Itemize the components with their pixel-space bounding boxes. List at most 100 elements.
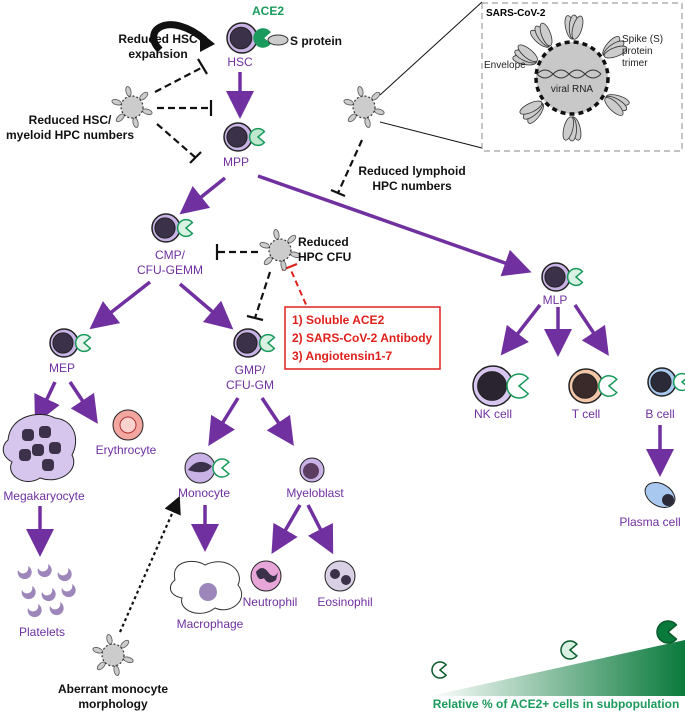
- spike-trimer-icon: [603, 45, 628, 59]
- mlp-cell: [541, 262, 584, 292]
- rna-helix-icon: [536, 69, 602, 79]
- effect-hsc-expansion-2: expansion: [128, 47, 187, 61]
- ace2-level-2-icon: [560, 640, 578, 660]
- spike-trimer-icon: [604, 97, 624, 116]
- effect-hpc-cfu-2: HPC CFU: [298, 250, 351, 264]
- ace2-level-1-icon: [431, 661, 448, 679]
- ace2-receptor-icon: [74, 333, 92, 353]
- gmp-cell: [233, 328, 276, 358]
- gradient-triangle: [430, 640, 685, 696]
- inhibition-bars: [189, 58, 346, 322]
- mpp-label: MPP: [223, 155, 249, 169]
- spike-trimer-icon: [571, 15, 584, 40]
- effect-hpc-cfu-1: Reduced: [298, 235, 349, 249]
- nk-cell: [472, 365, 530, 407]
- ace2-receptor-icon: [672, 372, 685, 392]
- effect-monocyte-1: Aberrant monocyte: [58, 682, 168, 696]
- platelets-icon: [17, 564, 76, 618]
- effect-lymphoid-1: Reduced lymphoid: [358, 164, 465, 178]
- ace2-receptor-icon: [431, 661, 448, 679]
- mep-label: MEP: [49, 361, 75, 375]
- ace2-receptor-icon: [212, 458, 230, 478]
- myeloblast-label: Myeloblast: [286, 486, 344, 500]
- legend-label: Relative % of ACE2+ cells in subpopulati…: [433, 697, 680, 711]
- t-cell: [568, 368, 618, 404]
- virus-icon-hpc: [259, 229, 301, 271]
- spike-trimer-icon: [517, 44, 538, 63]
- cmp-label-1: CMP/: [155, 248, 186, 262]
- mlp-label: MLP: [543, 293, 568, 307]
- megakaryocyte-cell: [2, 414, 77, 483]
- myeloblast-cell: [299, 457, 325, 483]
- monocyte-cell: [184, 452, 230, 484]
- eosinophil-label: Eosinophil: [317, 595, 372, 609]
- mpp-cell: [223, 122, 266, 152]
- ace2-receptor-icon: [253, 28, 271, 48]
- ace2-receptor-icon: [656, 620, 678, 644]
- macrophage-cell: [169, 560, 243, 614]
- virus-icon-hsc: [111, 86, 153, 128]
- ace2-receptor-icon: [176, 218, 194, 238]
- effect-monocyte-2: morphology: [78, 697, 148, 711]
- ace2-receptor-icon: [566, 267, 584, 287]
- cmp-cell: [151, 213, 194, 243]
- platelets-label: Platelets: [19, 625, 65, 639]
- neutrophil-label: Neutrophil: [243, 595, 298, 609]
- treatment-2: 2) SARS-CoV-2 Antibody: [292, 331, 433, 345]
- erythrocyte-cell: [112, 409, 144, 441]
- mep-cell: [49, 328, 92, 358]
- envelope-label: Envelope: [484, 60, 526, 71]
- ace2-level-3-icon: [656, 620, 678, 644]
- spike-trimer-icon: [519, 100, 543, 115]
- b-cell: [647, 367, 685, 397]
- self-renewal-arrow: [150, 21, 208, 53]
- hsc-cell: [226, 22, 271, 54]
- t-cell-label: T cell: [572, 407, 600, 421]
- spike-trimer-icon: [539, 22, 553, 47]
- neutrophil-cell: [250, 560, 282, 592]
- eosinophil-cell: [324, 560, 356, 592]
- treatment-3: 3) Angiotensin1-7: [292, 349, 393, 363]
- sars-cov-2-inset: viral RNA Envelope Spike (S) protein tri…: [379, 1, 683, 152]
- ace2-receptor-icon: [248, 127, 266, 147]
- ace2-label: ACE2: [252, 4, 284, 18]
- spike-label-2: protein: [622, 46, 653, 57]
- ace2-receptor-icon: [598, 375, 618, 397]
- s-protein-icon: [267, 34, 289, 46]
- lineage-arrows: [26, 72, 674, 557]
- gmp-label-2: CFU-GM: [226, 378, 274, 392]
- erythrocyte-label: Erythrocyte: [96, 443, 157, 457]
- virus-envelope: [534, 40, 610, 116]
- virus-icon-monocyte: [92, 634, 134, 676]
- b-cell-label: B cell: [645, 407, 674, 421]
- spike-trimer-icon: [562, 116, 574, 141]
- effect-hsc-myeloid-2: myeloid HPC numbers: [6, 128, 134, 142]
- self-renewal-arrowhead: [200, 32, 215, 52]
- viral-rna-label: viral RNA: [551, 84, 594, 95]
- gmp-label-1: GMP/: [235, 363, 266, 377]
- ace2-gradient-legend: Relative % of ACE2+ cells in subpopulati…: [430, 640, 685, 711]
- ace2-receptor-icon: [560, 640, 578, 660]
- cmp-label-2: CFU-GEMM: [137, 263, 203, 277]
- macrophage-label: Macrophage: [177, 617, 244, 631]
- treatment-1: 1) Soluble ACE2: [292, 313, 385, 327]
- treatment-box: 1) Soluble ACE2 2) SARS-CoV-2 Antibody 3…: [284, 306, 441, 370]
- hsc-label: HSC: [227, 55, 253, 69]
- spike-label-1: Spike (S): [622, 34, 663, 45]
- effect-hsc-myeloid-1: Reduced HSC/: [29, 113, 112, 127]
- inhibition-lines: [118, 66, 364, 633]
- nk-cell-label: NK cell: [474, 407, 512, 421]
- s-protein-label: S protein: [290, 34, 342, 48]
- effect-hsc-expansion-1: Reduced HSC: [118, 32, 198, 46]
- ace2-receptor-icon: [506, 373, 530, 399]
- plasma-cell-label: Plasma cell: [619, 515, 680, 529]
- inset-title: SARS-CoV-2: [486, 8, 546, 19]
- spike-label-3: trimer: [622, 58, 648, 69]
- megakaryocyte-label: Megakaryocyte: [3, 489, 85, 503]
- monocyte-label: Monocyte: [178, 486, 230, 500]
- ace2-receptor-icon: [258, 333, 276, 353]
- effect-lymphoid-2: HPC numbers: [372, 179, 452, 193]
- plasma-cell: [644, 482, 676, 508]
- virus-icon-lymphoid: [343, 86, 385, 128]
